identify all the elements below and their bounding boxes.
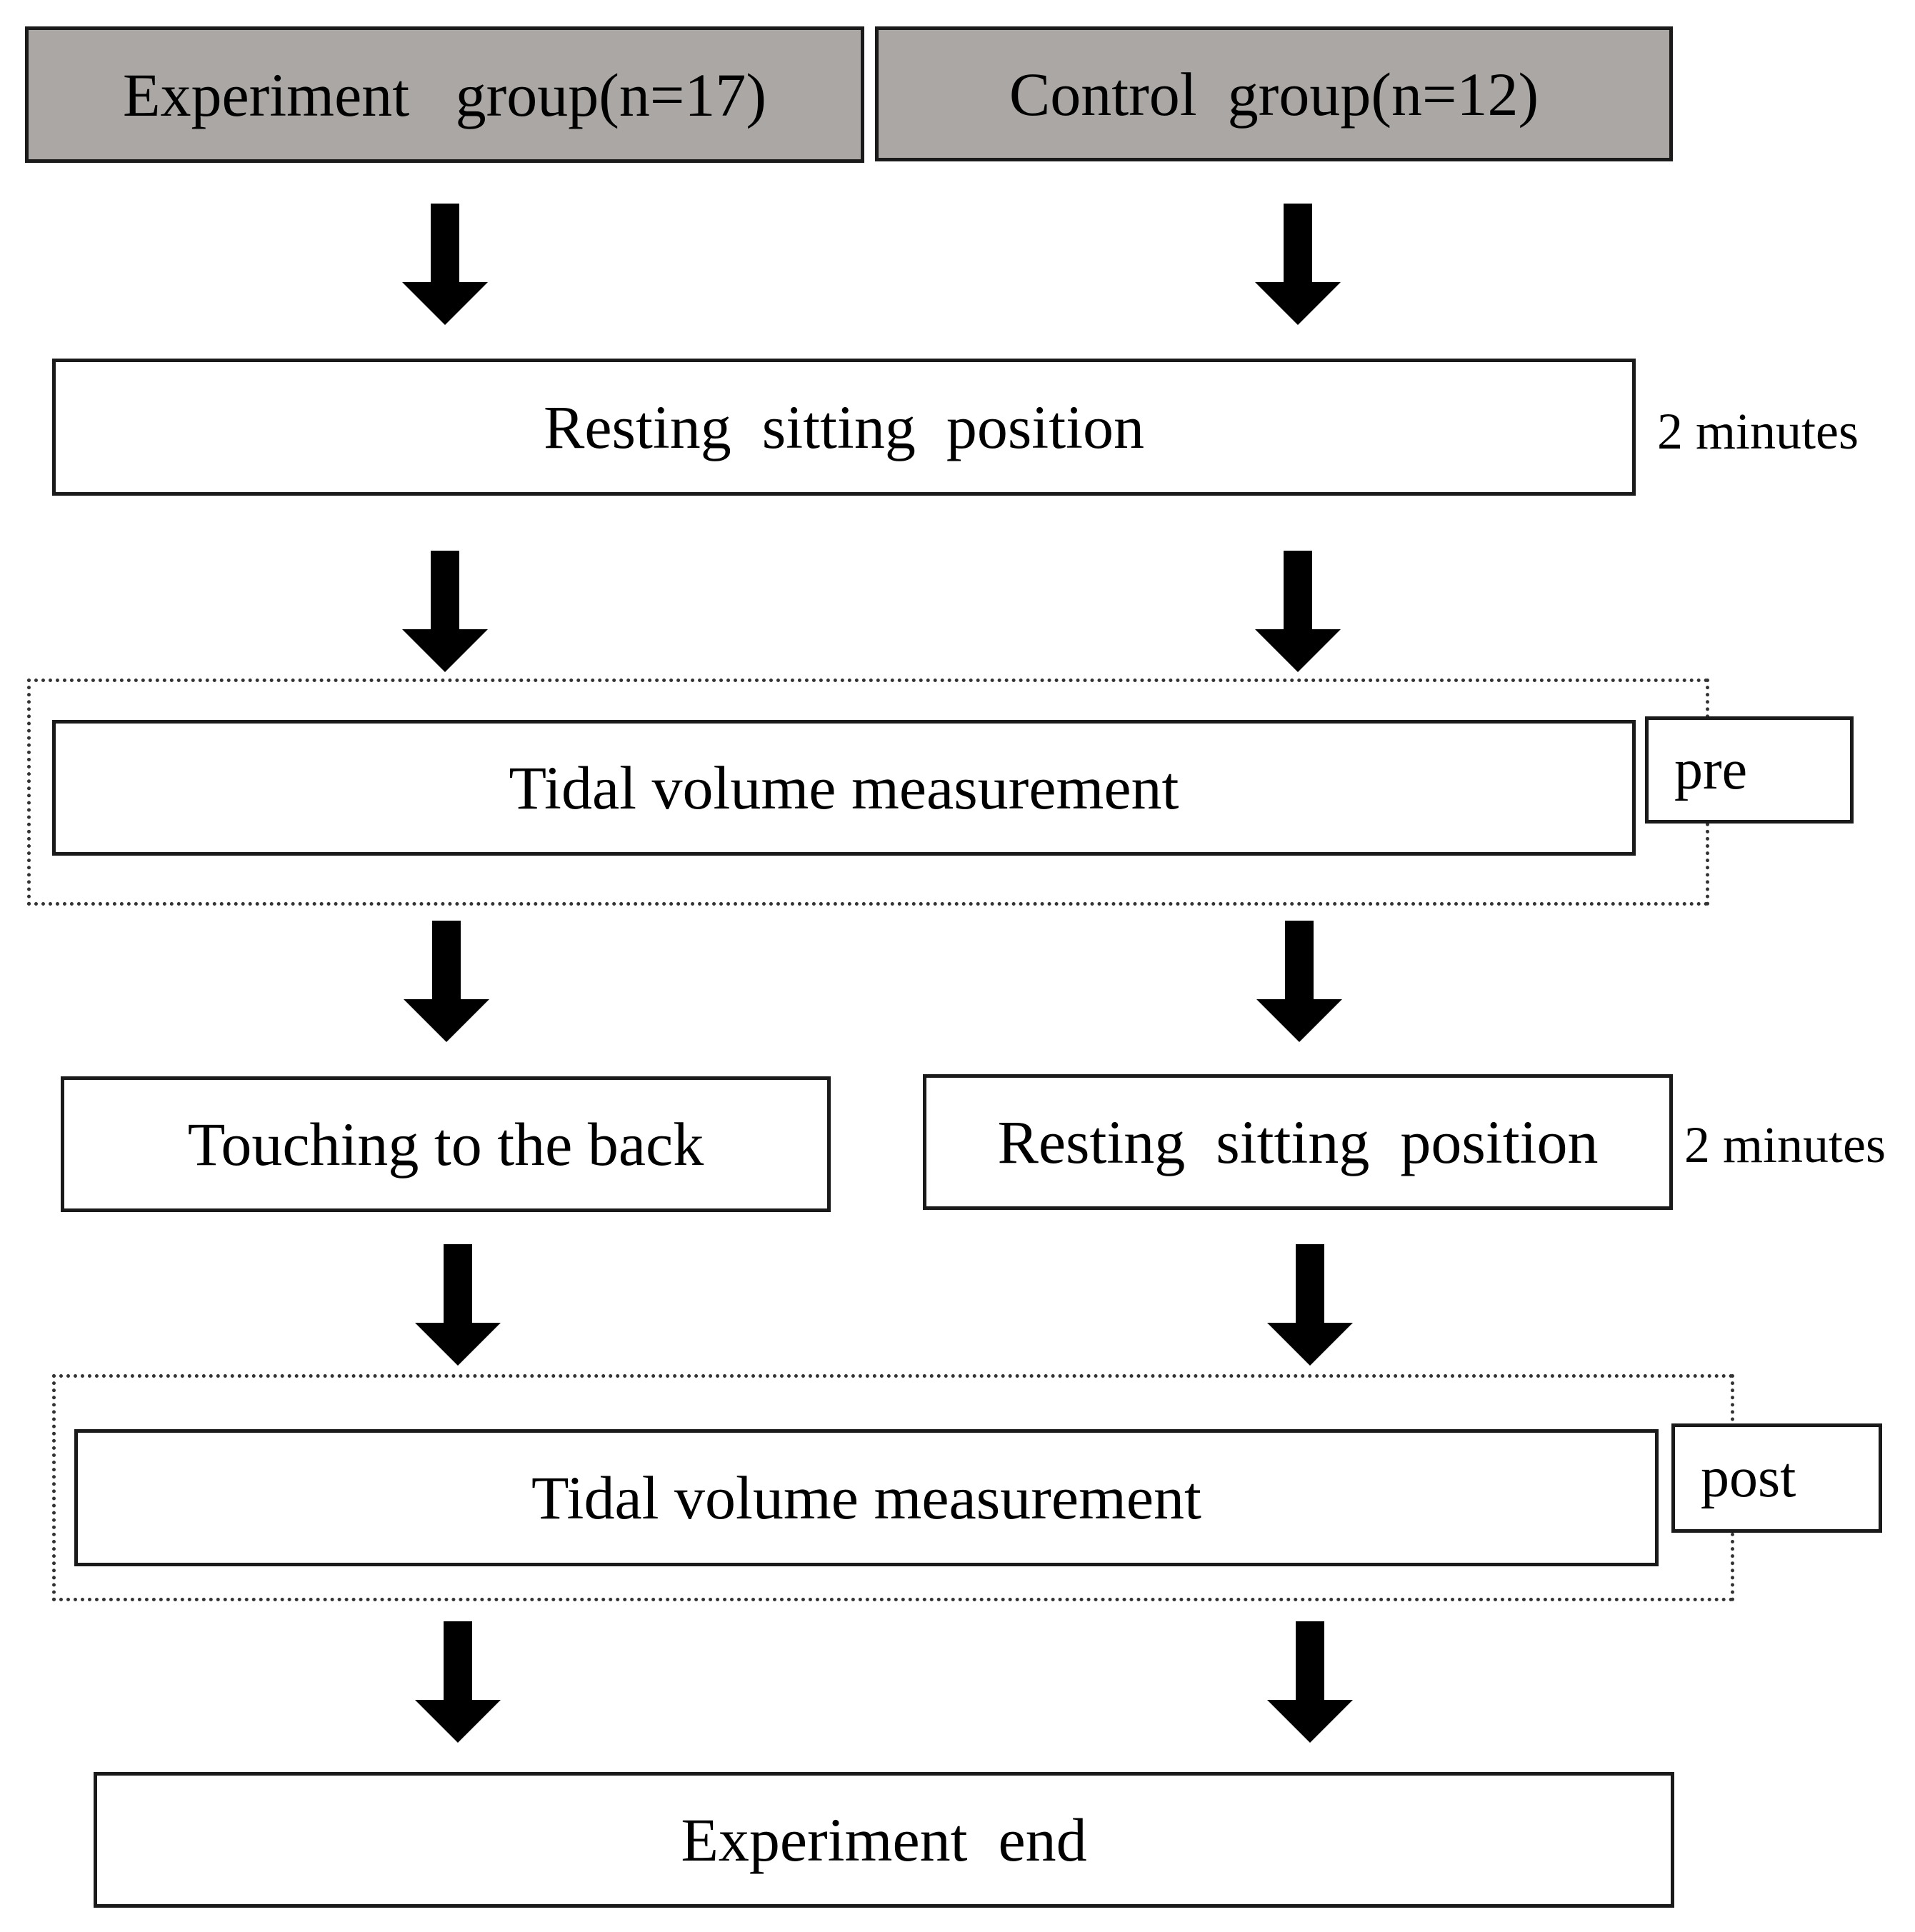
down-arrow-icon: [415, 1244, 501, 1366]
down-arrow-icon: [415, 1621, 501, 1743]
pre-tag-label: pre: [1674, 738, 1748, 801]
experiment-group-label: Experiment group(n=17): [122, 60, 767, 129]
down-arrow-icon: [1256, 921, 1342, 1042]
experiment-end-label: Experiment end: [681, 1806, 1087, 1874]
down-arrow-icon: [402, 551, 488, 672]
duration-label-1: 2 minutes: [1657, 403, 1859, 460]
control-group-box: Control group(n=12): [875, 26, 1673, 161]
touching-back-box: Touching to the back: [61, 1076, 831, 1212]
duration-label-2: 2 minutes: [1684, 1116, 1886, 1173]
down-arrow-icon: [1267, 1621, 1353, 1743]
resting-sitting-label-1: Resting sitting position: [544, 393, 1144, 461]
experiment-group-box: Experiment group(n=17): [25, 26, 864, 163]
resting-sitting-label-2: Resting sitting position: [997, 1108, 1599, 1176]
down-arrow-icon: [1255, 204, 1341, 325]
down-arrow-icon: [404, 921, 489, 1042]
resting-sitting-box-1: Resting sitting position: [52, 359, 1636, 496]
experiment-end-box: Experiment end: [94, 1772, 1674, 1908]
down-arrow-icon: [1255, 551, 1341, 672]
post-tag-label: post: [1701, 1446, 1796, 1509]
tidal-volume-post-label: Tidal volume measurement: [531, 1463, 1201, 1532]
resting-sitting-box-2: Resting sitting position: [923, 1074, 1673, 1210]
tidal-volume-post-box: Tidal volume measurement: [74, 1429, 1659, 1566]
tidal-volume-pre-label: Tidal volume measurement: [509, 754, 1179, 822]
touching-back-label: Touching to the back: [187, 1110, 704, 1178]
tidal-volume-pre-box: Tidal volume measurement: [52, 720, 1636, 856]
down-arrow-icon: [1267, 1244, 1353, 1366]
pre-tag: pre: [1645, 716, 1854, 824]
control-group-label: Control group(n=12): [1009, 59, 1539, 129]
post-tag: post: [1671, 1423, 1882, 1533]
down-arrow-icon: [402, 204, 488, 325]
